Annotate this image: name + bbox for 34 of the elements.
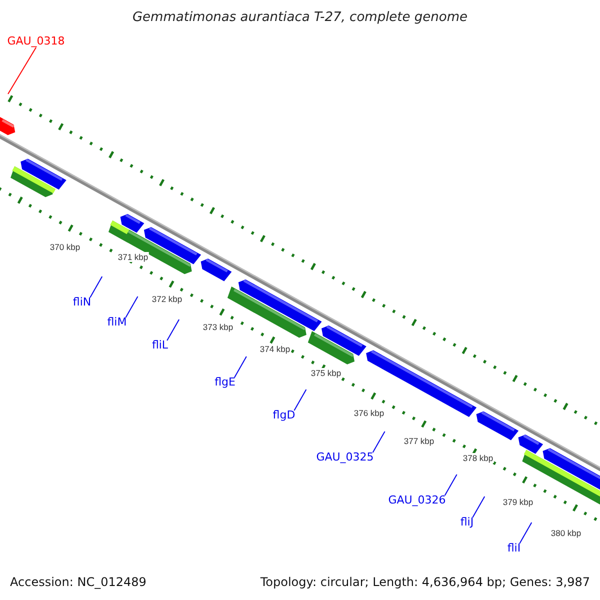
position-label: 379 kbp	[502, 497, 534, 507]
gene-label: GAU_0318	[7, 34, 65, 48]
leader-line	[444, 474, 458, 496]
position-label: 373 kbp	[202, 322, 234, 332]
leader-line	[519, 522, 532, 544]
gene-label: fliL	[152, 338, 168, 352]
gene-label: fliJ	[460, 516, 474, 528]
leader-line	[294, 389, 307, 411]
leader-line	[472, 496, 486, 518]
gene-label: fliN	[72, 296, 92, 308]
leader-line	[125, 296, 138, 318]
position-label: 370 kbp	[48, 242, 82, 252]
leader-line	[372, 431, 386, 453]
leader-line	[234, 356, 247, 378]
position-label: 374 kbp	[258, 344, 292, 354]
leader-line	[166, 319, 180, 341]
position-label: 378 kbp	[462, 453, 494, 463]
accession-text: Accession: NC_012489	[10, 575, 146, 589]
gene-label: fliI	[507, 542, 521, 554]
position-label: 377 kbp	[402, 436, 436, 446]
gene-label: GAU_0325	[316, 450, 374, 464]
position-label: 376 kbp	[352, 408, 386, 418]
gene-label: flgD	[272, 408, 296, 422]
genome-info-text: Topology: circular; Length: 4,636,964 bp; Genes: 3,987	[260, 575, 590, 589]
gene-label: GAU_0326	[388, 494, 446, 506]
leader-line	[90, 276, 103, 298]
gene-label: fliM	[107, 316, 127, 328]
gene-label: flgE	[214, 376, 236, 388]
leader-line	[8, 47, 36, 94]
diagram-title: Gemmatimonas aurantiaca T-27, complete genome	[132, 10, 468, 25]
position-label: 375 kbp	[310, 368, 342, 378]
position-label: 380 kbp	[550, 528, 582, 538]
position-label: 372 kbp	[150, 294, 184, 304]
position-label: 371 kbp	[116, 252, 150, 262]
